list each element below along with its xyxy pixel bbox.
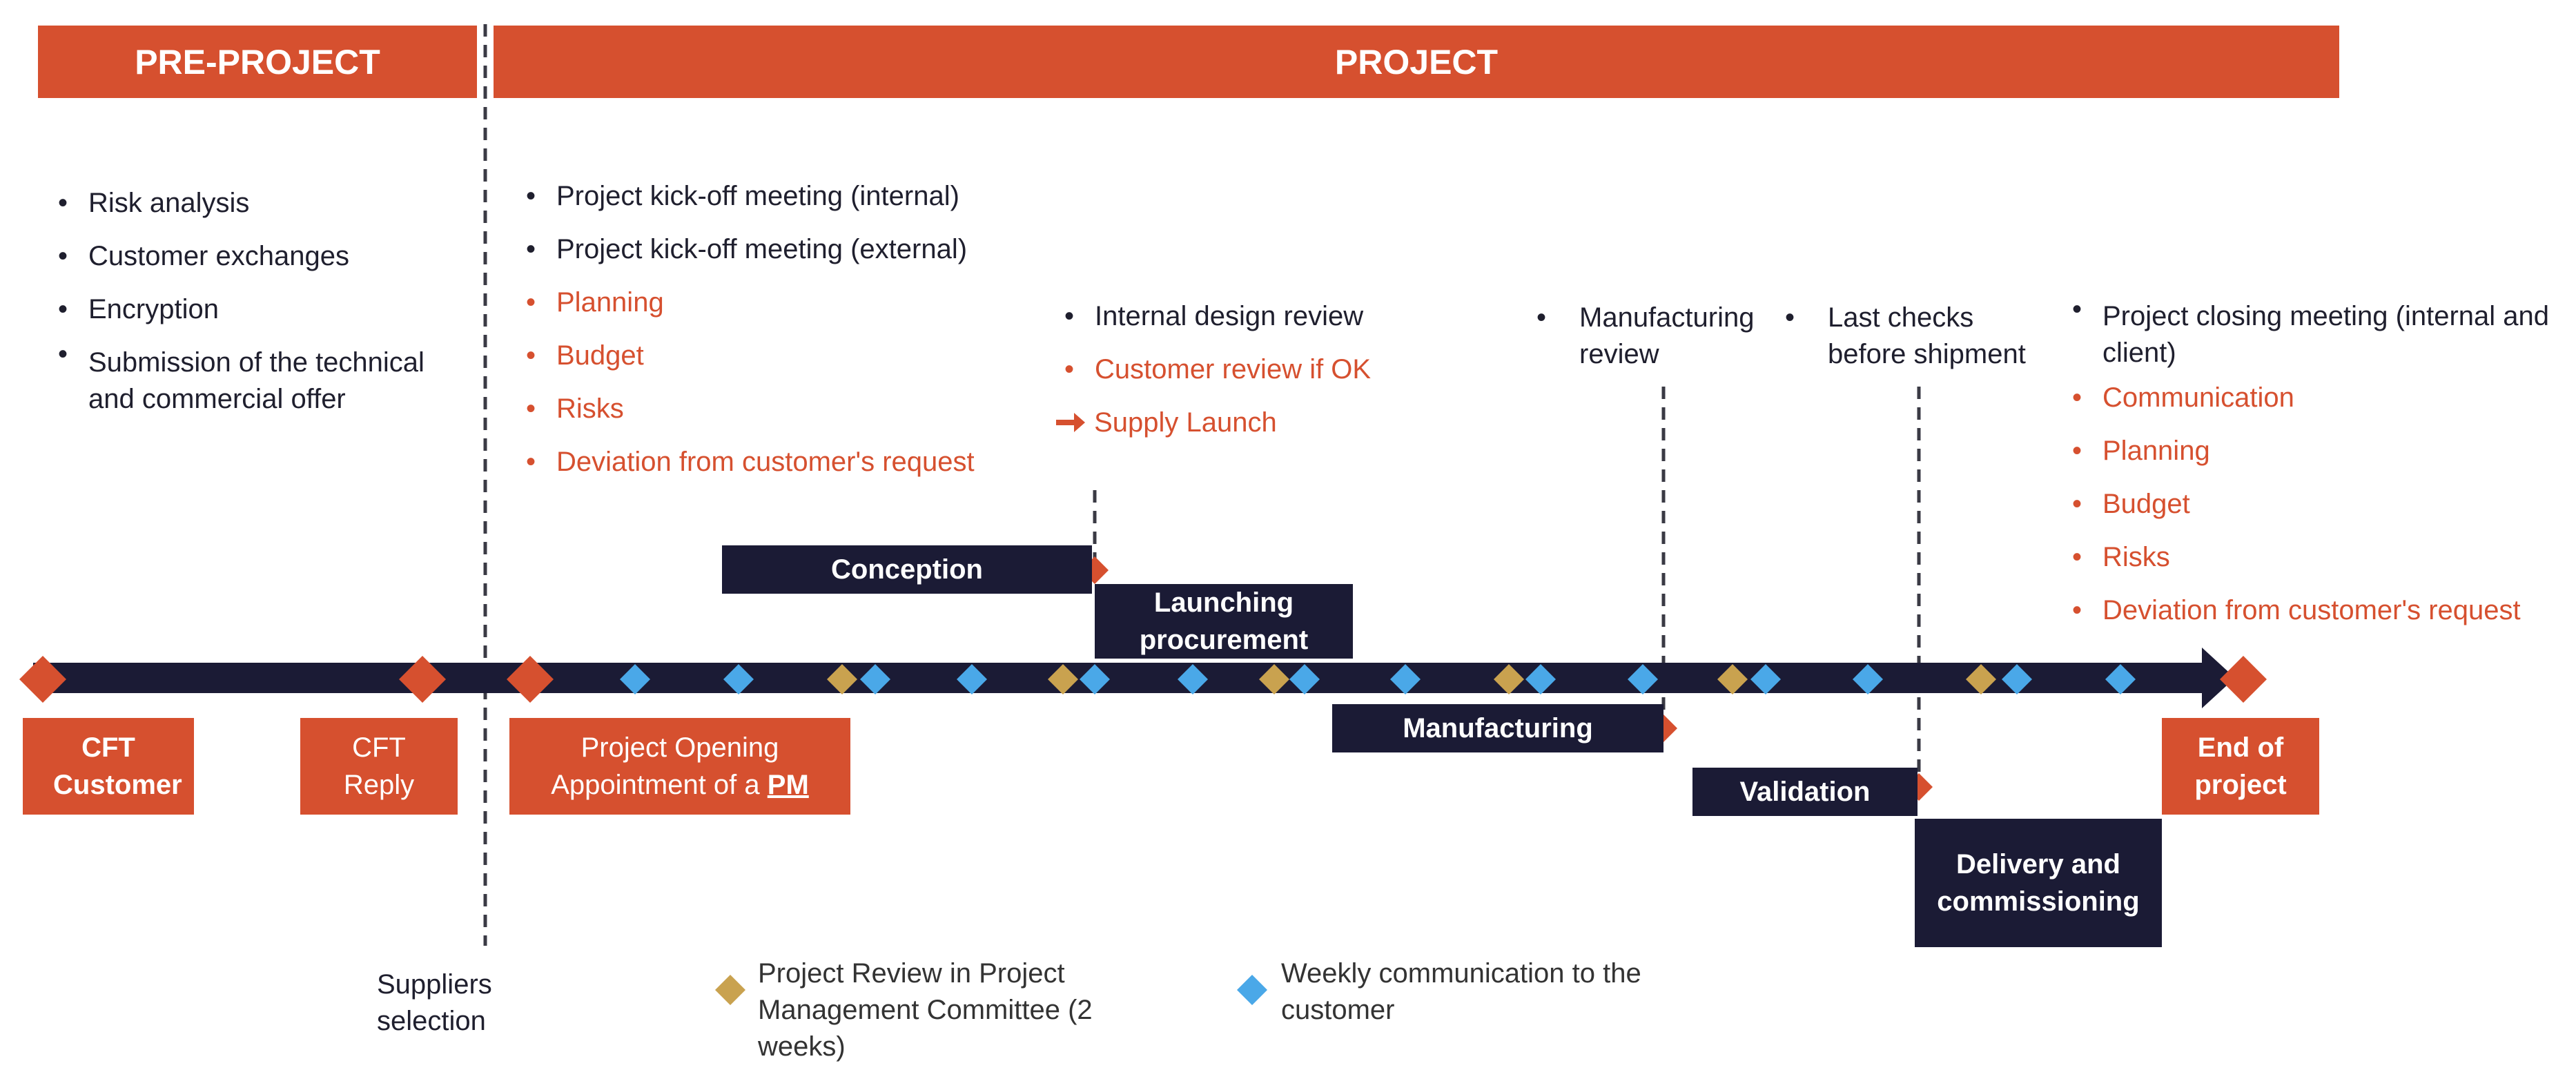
- supply-launch-line: Supply Launch: [1056, 396, 1277, 449]
- project-title: PROJECT: [1334, 42, 1499, 81]
- closing-task-list: Project closing meeting (internal and cl…: [2062, 291, 2566, 637]
- project-header: PROJECT: [494, 26, 2339, 98]
- list-item: Planning: [516, 276, 1041, 329]
- list-item: Deviation from customer's request: [516, 436, 1041, 489]
- list-item: Internal design review: [1055, 290, 1469, 343]
- legend-review-label: Project Review in Project Management Com…: [758, 958, 1093, 1062]
- list-item: Risks: [2062, 531, 2566, 584]
- suppliers-selection-label: Suppliers selection: [377, 969, 492, 1036]
- design-review-list: Internal design review Customer review i…: [1055, 290, 1469, 396]
- milestone-cft-customer: CFT Customer: [23, 718, 194, 815]
- pre-project-title: PRE-PROJECT: [135, 42, 380, 81]
- last-checks-label: Last checks before shipment: [1828, 302, 2026, 369]
- timeline-arrowhead: [2202, 648, 2235, 708]
- right-arrow-icon: [1056, 413, 1085, 432]
- pre-project-task-list: Risk analysis Customer exchanges Encrypt…: [48, 177, 462, 418]
- list-item: Encryption: [48, 283, 462, 336]
- list-item: Customer exchanges: [48, 230, 462, 283]
- list-item: Budget: [516, 329, 1041, 382]
- list-item: Deviation from customer's request: [2062, 584, 2566, 637]
- milestone-diamond-end-of-project: [2220, 656, 2267, 703]
- list-item: Risks: [516, 382, 1041, 436]
- list-item: Project kick-off meeting (internal): [516, 170, 1041, 223]
- phase-manufacturing: Manufacturing: [1332, 704, 1663, 752]
- phase-launching-procurement: Launching procurement: [1095, 584, 1353, 659]
- list-item: Budget: [2062, 478, 2566, 531]
- phase-validation: Validation: [1692, 768, 1918, 816]
- manufacturing-review-label: Manufacturing review: [1579, 302, 1755, 369]
- milestone-project-opening: Project Opening Appointment of a PM: [509, 718, 850, 815]
- list-item: Submission of the technical and commerci…: [48, 336, 462, 418]
- manufacturing-review-note: • Manufacturing review: [1536, 300, 1785, 373]
- milestone-diamond-cft-reply: [399, 656, 446, 703]
- legend-weekly-icon: [1237, 975, 1267, 1005]
- list-item: Project closing meeting (internal and cl…: [2062, 291, 2566, 371]
- phase-conception: Conception: [722, 545, 1092, 594]
- pre-project-header: PRE-PROJECT: [38, 26, 477, 98]
- milestone-cft-reply: CFT Reply: [300, 718, 458, 815]
- phase-delivery-commissioning: Delivery and commissioning: [1915, 819, 2162, 947]
- legend-review-icon: [715, 975, 745, 1005]
- timeline-axis: [33, 663, 2209, 693]
- milestone-diamond-project-opening: [507, 656, 554, 703]
- list-item: Risk analysis: [48, 177, 462, 230]
- supply-launch-label: Supply Launch: [1094, 407, 1277, 438]
- list-item: Communication: [2062, 371, 2566, 425]
- milestone-diamond-cft-customer: [19, 656, 66, 703]
- milestone-end-of-project: End of project: [2162, 718, 2319, 815]
- list-item: Planning: [2062, 425, 2566, 478]
- legend-weekly-label: Weekly communication to the customer: [1281, 958, 1641, 1025]
- last-checks-note: • Last checks before shipment: [1785, 300, 2047, 373]
- list-item: Project kick-off meeting (external): [516, 223, 1041, 276]
- list-item: Customer review if OK: [1055, 343, 1469, 396]
- kickoff-task-list: Project kick-off meeting (internal) Proj…: [516, 170, 1041, 489]
